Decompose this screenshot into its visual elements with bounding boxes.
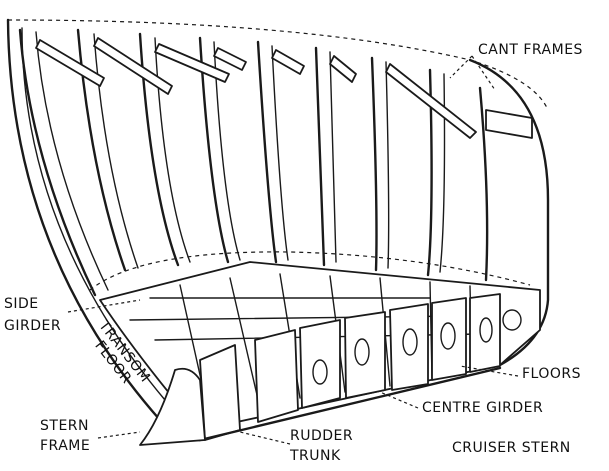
cant-frame bbox=[478, 86, 489, 282]
leader-floors bbox=[459, 365, 519, 377]
leader-centre-girder bbox=[379, 391, 419, 409]
label-cant-frames: CANT FRAMES bbox=[478, 42, 583, 58]
leader-cant-frames bbox=[449, 55, 473, 79]
waterline-curve bbox=[89, 251, 531, 291]
floors-structure bbox=[99, 261, 541, 446]
stern-frame bbox=[139, 367, 206, 446]
cant-frame bbox=[18, 28, 97, 297]
cant-frame bbox=[370, 56, 378, 272]
label-floors: FLOORS bbox=[522, 366, 582, 382]
leader-rudder-trunk bbox=[239, 431, 291, 445]
label-side-girder-2: GIRDER bbox=[4, 318, 62, 334]
deck-beams bbox=[35, 37, 533, 139]
cant-frame bbox=[256, 40, 278, 264]
label-side-girder-1: SIDE bbox=[4, 296, 39, 312]
leader-stern-frame bbox=[97, 431, 141, 439]
label-stern-frame-1: STERN bbox=[40, 418, 89, 434]
leader-side-girder bbox=[67, 299, 141, 313]
centre-girder bbox=[198, 366, 502, 442]
label-stern-frame-2: FRAME bbox=[40, 438, 91, 454]
label-rudder-trunk-1: RUDDER bbox=[290, 428, 354, 444]
label-rudder-trunk-2: TRUNK bbox=[290, 448, 341, 464]
deck-edge-line bbox=[7, 19, 549, 111]
label-centre-girder: CENTRE GIRDER bbox=[422, 400, 544, 416]
cant-frames bbox=[18, 28, 489, 297]
cant-frame bbox=[314, 46, 326, 267]
caption: CRUISER STERN bbox=[452, 440, 571, 456]
cant-frame bbox=[198, 36, 230, 264]
hull-shell-inner bbox=[21, 27, 166, 401]
